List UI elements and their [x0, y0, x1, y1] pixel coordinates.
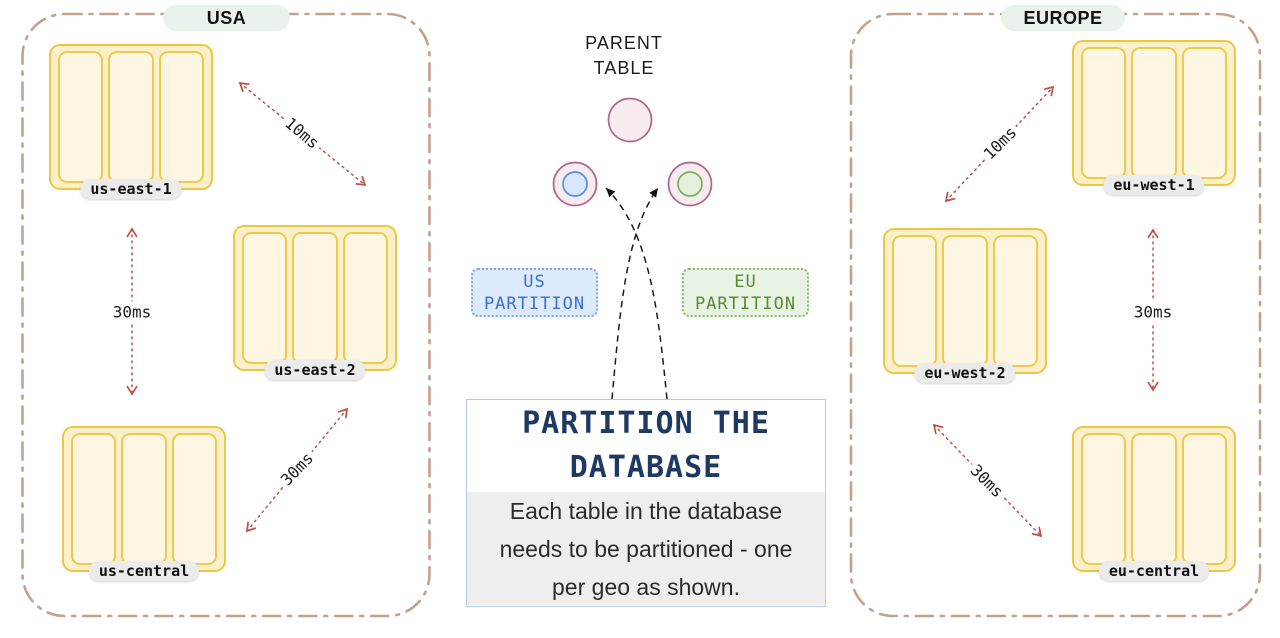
- europe-region-border: [849, 12, 1262, 618]
- latency-label-eu-30ms-vertical: 30ms: [1130, 301, 1176, 323]
- database-us-east-2: us-east-2: [233, 225, 397, 380]
- database-eu-west-1: eu-west-1: [1072, 40, 1236, 195]
- db-column: [1181, 47, 1227, 179]
- latency-arrow-us-east1-east2: [238, 81, 367, 187]
- database-name-label: eu-central: [1098, 561, 1210, 581]
- db-column: [242, 232, 288, 364]
- us-partition-tag: US PARTITION: [471, 268, 598, 317]
- db-column: [992, 235, 1038, 367]
- db-column: [292, 232, 338, 364]
- parent-table-label: PARENT TABLE: [585, 33, 663, 78]
- database-eu-central: eu-central: [1072, 426, 1236, 581]
- db-column: [1181, 433, 1227, 565]
- db-column: [121, 433, 167, 565]
- database-name-label: us-east-2: [264, 360, 366, 380]
- db-column: [342, 232, 388, 364]
- database-name-label: us-east-1: [80, 179, 182, 199]
- db-column: [108, 51, 154, 183]
- database-name-label: eu-west-1: [1103, 175, 1205, 195]
- db-column: [1081, 47, 1127, 179]
- db-column: [58, 51, 104, 183]
- us-partition-inner-circle: [562, 171, 588, 197]
- database-us-east-1: us-east-1: [49, 44, 213, 199]
- db-column: [171, 433, 217, 565]
- database-name-label: us-central: [88, 561, 200, 581]
- database-name-label: eu-west-2: [914, 363, 1016, 383]
- parent-table-circle: [607, 97, 653, 143]
- latency-label-us-30ms-vertical: 30ms: [109, 301, 155, 323]
- eu-partition-tag: EU PARTITION: [682, 268, 809, 317]
- pointer-curve-to-eu-partition: [611, 187, 659, 400]
- europe-region-label: EUROPE: [1001, 5, 1125, 31]
- latency-arrow-eu-west2-central: [932, 423, 1043, 538]
- db-column: [158, 51, 204, 183]
- database-us-central: us-central: [62, 426, 226, 581]
- db-column: [1081, 433, 1127, 565]
- pointer-curve-to-us-partition: [605, 187, 668, 400]
- db-column: [1131, 433, 1177, 565]
- db-column: [71, 433, 117, 565]
- info-box-title: PARTITION THE DATABASE: [522, 406, 770, 485]
- info-box-body: Each table in the database needs to be p…: [467, 492, 825, 605]
- db-column: [892, 235, 938, 367]
- db-column: [942, 235, 988, 367]
- usa-region-label: USA: [163, 5, 290, 31]
- database-eu-west-2: eu-west-2: [883, 228, 1047, 383]
- info-box: PARTITION THE DATABASE Each table in the…: [466, 399, 826, 607]
- db-column: [1131, 47, 1177, 179]
- eu-partition-inner-circle: [677, 171, 703, 197]
